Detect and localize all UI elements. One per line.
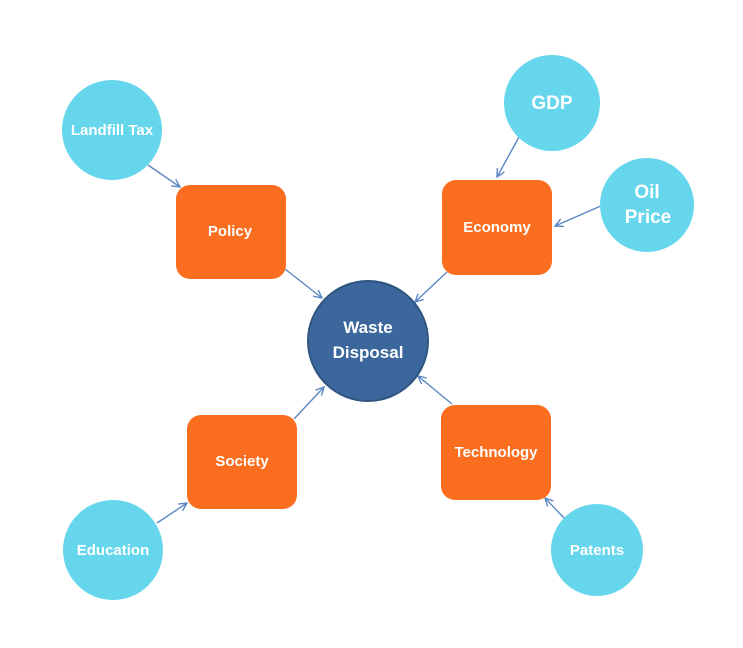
node-patents-label: Patents: [570, 542, 624, 559]
node-waste-disposal: Waste Disposal: [307, 280, 429, 402]
edge-patents-to-technology: [545, 498, 566, 520]
node-economy-shape: [442, 180, 552, 275]
node-waste-disposal-shape: [307, 280, 429, 402]
node-education-label: Education: [77, 542, 150, 559]
node-policy-shape: [176, 185, 286, 279]
node-education-shape: [63, 500, 163, 600]
edge-policy-to-waste-disposal: [284, 268, 322, 298]
node-oil-price-label-line1: Oil: [634, 182, 659, 203]
node-oil-price-label-line2: Price: [625, 207, 671, 228]
node-technology-shape: [441, 405, 551, 500]
node-waste-disposal-label-line1: Waste: [343, 318, 392, 337]
edge-education-to-society: [156, 503, 187, 524]
edges-layer: [147, 136, 604, 524]
node-education: Education: [63, 500, 163, 600]
node-economy: Economy: [442, 180, 552, 275]
node-technology: Technology: [441, 405, 551, 500]
node-policy-label: Policy: [208, 223, 253, 240]
node-gdp-label: GDP: [531, 93, 573, 114]
node-gdp: GDP: [504, 55, 600, 151]
node-society-shape: [187, 415, 297, 509]
node-technology-label: Technology: [454, 444, 538, 461]
node-oil-price: Oil Price: [600, 158, 694, 252]
node-patents: Patents: [551, 504, 643, 596]
node-landfill-tax: Landfill Tax: [62, 80, 162, 180]
node-oil-price-shape: [600, 158, 694, 252]
edge-technology-to-waste-disposal: [418, 376, 453, 405]
node-landfill-tax-label: Landfill Tax: [71, 122, 154, 139]
node-policy: Policy: [176, 185, 286, 279]
node-society: Society: [187, 415, 297, 509]
edge-economy-to-waste-disposal: [415, 271, 448, 302]
node-patents-shape: [551, 504, 643, 596]
edge-society-to-waste-disposal: [293, 387, 324, 420]
edge-landfill-tax-to-policy: [147, 164, 180, 187]
edge-gdp-to-economy: [497, 136, 520, 177]
node-economy-label: Economy: [463, 219, 531, 236]
node-waste-disposal-label-line2: Disposal: [333, 343, 404, 362]
node-society-label: Society: [215, 453, 269, 470]
node-gdp-shape: [504, 55, 600, 151]
edge-oil-price-to-economy: [555, 204, 604, 226]
node-landfill-tax-shape: [62, 80, 162, 180]
